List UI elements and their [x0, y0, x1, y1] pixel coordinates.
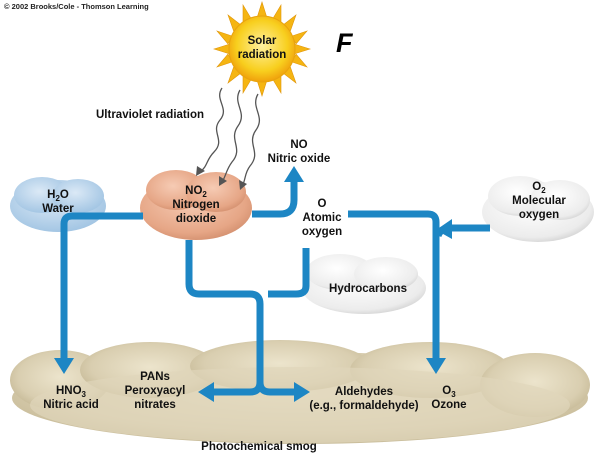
arrow-oxygen-to-ozone [348, 210, 440, 360]
aldehydes-label: Aldehydes (e.g., formaldehyde) [309, 386, 419, 412]
arrow-heads [54, 166, 452, 402]
pans-label: PANs Peroxyacyl nitrates [124, 371, 186, 411]
figure-letter: F [336, 28, 353, 58]
molecular-oxygen-label: O2 Molecular oxygen [512, 181, 566, 221]
water-label: H2O Water [42, 189, 74, 215]
hydrocarbons-label: Hydrocarbons [329, 283, 407, 295]
photochemical-smog-label: Photochemical smog [201, 441, 317, 453]
arrow-oxygen-down [268, 248, 310, 298]
ozone-label: O3 Ozone [431, 385, 467, 411]
sun-icon [212, 0, 312, 98]
nitrogen-dioxide-cloud [140, 170, 252, 240]
ultraviolet-rays [196, 87, 261, 190]
nitric-oxide-label: NO Nitric oxide [267, 139, 331, 165]
arrow-no2-down [185, 240, 264, 382]
molecular-oxygen-cloud [482, 176, 594, 242]
smog-cloud [10, 340, 590, 444]
hydrocarbons-cloud [302, 254, 426, 314]
atomic-oxygen-label: O Atomic oxygen [301, 198, 343, 238]
arrow-no2-to-hno3 [60, 212, 143, 360]
arrow-to-aldehydes [256, 381, 296, 396]
arrow-no2-to-no [252, 180, 298, 218]
copyright-credit: © 2002 Brooks/Cole - Thomson Learning [4, 2, 149, 11]
uv-label: Ultraviolet radiation [96, 109, 204, 121]
nitric-acid-label: HNO3 Nitric acid [43, 385, 99, 411]
sun-label: Solar radiation [237, 35, 287, 61]
nitrogen-dioxide-label: NO2 Nitrogen dioxide [172, 185, 220, 225]
